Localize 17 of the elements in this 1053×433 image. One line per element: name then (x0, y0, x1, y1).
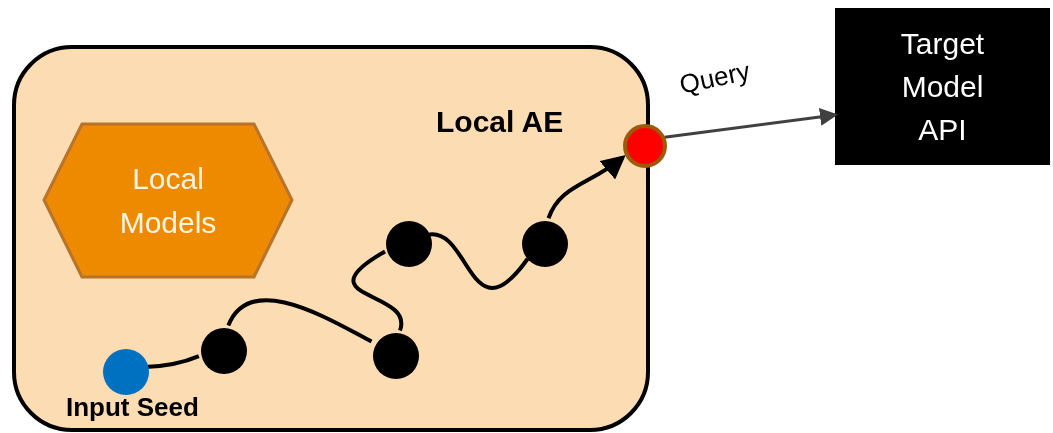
curved-path (226, 298, 373, 344)
query-point-circle (623, 124, 667, 168)
curved-path (427, 232, 530, 290)
step-point-circle (373, 333, 419, 379)
hexagon-shape (42, 122, 294, 279)
panel-heading: Local AE (436, 107, 564, 137)
seed-point-circle (103, 349, 149, 395)
box-label: Target Model API (899, 26, 986, 148)
step-point-circle (522, 221, 568, 267)
target-model-box (835, 8, 1050, 165)
arrow (664, 108, 838, 139)
step-point-circle (201, 328, 247, 374)
arrow (546, 155, 626, 220)
hexagon-label: Local Models (118, 160, 218, 241)
step-point-circle (386, 221, 432, 267)
point-label: Input Seed (66, 394, 199, 420)
edge-label: Query (677, 57, 752, 98)
